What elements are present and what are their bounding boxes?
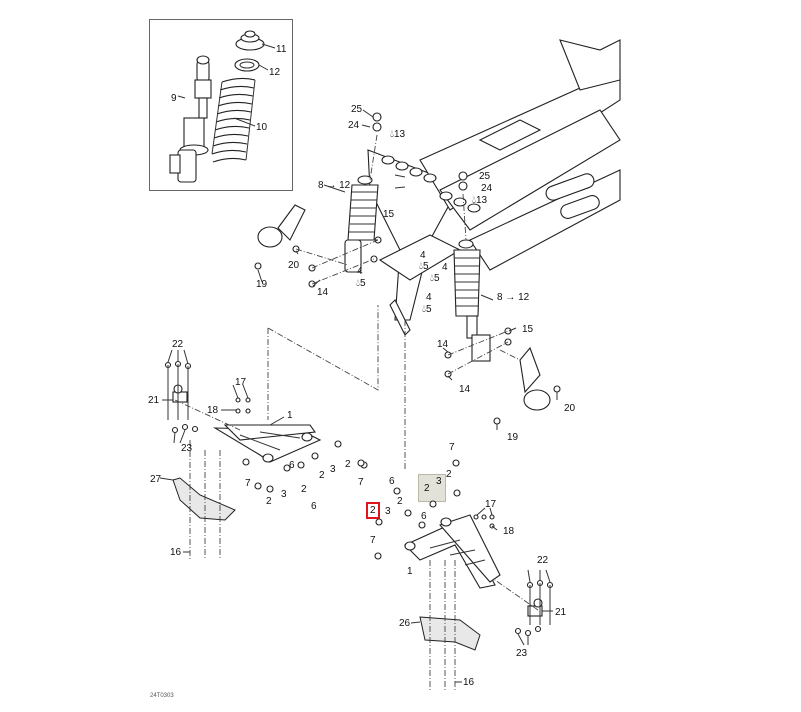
shock-detail-inset [149, 19, 293, 191]
callout-23-right[interactable]: 23 [516, 648, 528, 659]
skid-plate-left[interactable] [172, 477, 236, 521]
callout-13-left[interactable]: 💧︎13 [390, 129, 406, 140]
callout-13-right[interactable]: 💧︎13 [472, 195, 488, 206]
skid-plate-right[interactable] [419, 616, 481, 651]
callout-11[interactable]: 11 [276, 44, 287, 55]
callout-15-left[interactable]: 15 [383, 209, 395, 220]
callout-14-b[interactable]: 14 [437, 339, 449, 350]
callout-5-b[interactable]: 💧︎5 [419, 261, 429, 272]
retainer-clip-inset[interactable] [234, 58, 260, 72]
callout-25-left[interactable]: 25 [351, 104, 363, 115]
callout-5-a[interactable]: 💧︎5 [356, 278, 366, 289]
callout-22-left[interactable]: 22 [172, 339, 184, 350]
callout-10[interactable]: 10 [256, 122, 268, 133]
callout-21-right[interactable]: 21 [555, 607, 567, 618]
callout-1-left[interactable]: 1 [287, 410, 293, 421]
callout-7-d[interactable]: 7 [370, 535, 376, 546]
callout-27[interactable]: 27 [150, 474, 162, 485]
steering-knuckle-right[interactable] [519, 346, 551, 411]
callout-6-d[interactable]: 6 [421, 511, 427, 522]
vehicle-frame[interactable] [367, 39, 621, 336]
callout-4-d[interactable]: 4 [426, 292, 432, 303]
assembly-lines [167, 134, 551, 690]
callout-2-c[interactable]: 2 [319, 470, 325, 481]
callout-18-right[interactable]: 18 [503, 526, 515, 537]
callout-7-a[interactable]: 7 [245, 478, 251, 489]
callout-19-right[interactable]: 19 [507, 432, 519, 443]
callout-4-c[interactable]: 4 [442, 262, 448, 273]
oil-drop-icon: 💧︎ [356, 278, 360, 289]
hardware-parts[interactable] [164, 112, 561, 637]
label-leaders [159, 109, 558, 683]
callout-6-b[interactable]: 6 [311, 501, 317, 512]
steering-knuckle-left[interactable] [257, 204, 306, 248]
callout-16-left[interactable]: 16 [170, 547, 182, 558]
callout-6-c[interactable]: 6 [389, 476, 395, 487]
callout-8-right[interactable]: 8 → 12 [497, 292, 530, 303]
a-arm-left[interactable] [212, 424, 322, 463]
callout-23-left[interactable]: 23 [181, 443, 193, 454]
callout-26[interactable]: 26 [399, 618, 411, 629]
callout-2-e[interactable]: 2 [397, 496, 403, 507]
oil-drop-icon: 💧︎ [390, 129, 394, 140]
shock-absorber-inset[interactable] [169, 55, 212, 183]
callout-7-b[interactable]: 7 [358, 477, 364, 488]
spring-inset[interactable] [211, 77, 256, 163]
callout-3-d[interactable]: 3 [385, 506, 391, 517]
a-arm-right[interactable] [404, 514, 501, 589]
callout-18-left[interactable]: 18 [207, 405, 219, 416]
callout-16-right[interactable]: 16 [463, 677, 475, 688]
bump-stop-inset[interactable] [235, 30, 265, 51]
callout-6-a[interactable]: 6 [289, 460, 295, 471]
callout-24-left[interactable]: 24 [348, 120, 360, 131]
callout-2-d[interactable]: 2 [345, 459, 351, 470]
oil-drop-icon: 💧︎ [422, 304, 426, 315]
callout-24-right[interactable]: 24 [481, 183, 493, 194]
callout-14-c[interactable]: 14 [459, 384, 471, 395]
callout-20-left[interactable]: 20 [288, 260, 300, 271]
callout-20-right[interactable]: 20 [564, 403, 576, 414]
callout-12[interactable]: 12 [269, 67, 281, 78]
callout-9[interactable]: 9 [171, 93, 177, 104]
callout-4-a[interactable]: 4 [357, 266, 363, 277]
callout-1-right[interactable]: 1 [407, 566, 413, 577]
callout-8-left[interactable]: 8 → 12 [318, 180, 351, 191]
callout-17-right[interactable]: 17 [485, 499, 497, 510]
oil-drop-icon: 💧︎ [472, 195, 476, 206]
callout-4-b[interactable]: 4 [420, 250, 426, 261]
callout-2-b[interactable]: 2 [301, 484, 307, 495]
callout-3-c[interactable]: 3 [436, 476, 442, 487]
figure-code: 24T0303 [150, 693, 174, 699]
callout-7-c[interactable]: 7 [449, 442, 455, 453]
shock-absorber-left[interactable] [344, 175, 379, 273]
shock-absorber-right[interactable] [453, 239, 491, 362]
callout-14-a[interactable]: 14 [317, 287, 329, 298]
callout-3-a[interactable]: 3 [281, 489, 287, 500]
callout-21-left[interactable]: 21 [148, 395, 160, 406]
oil-drop-icon: 💧︎ [430, 273, 434, 284]
callout-17-left[interactable]: 17 [235, 377, 247, 388]
callout-2-f-hover[interactable]: 2 [424, 483, 430, 494]
callout-15-right[interactable]: 15 [522, 324, 534, 335]
callout-3-b[interactable]: 3 [330, 464, 336, 475]
callout-2-a[interactable]: 2 [266, 496, 272, 507]
callout-2-g[interactable]: 2 [446, 469, 452, 480]
callout-19-left[interactable]: 19 [256, 279, 268, 290]
ball-joint-left[interactable] [172, 384, 188, 403]
callout-2-selected[interactable]: 2 [366, 502, 380, 519]
callout-5-d[interactable]: 💧︎5 [422, 304, 432, 315]
callout-25-right[interactable]: 25 [479, 171, 491, 182]
callout-5-c[interactable]: 💧︎5 [430, 273, 440, 284]
callout-22-right[interactable]: 22 [537, 555, 549, 566]
oil-drop-icon: 💧︎ [419, 261, 423, 272]
